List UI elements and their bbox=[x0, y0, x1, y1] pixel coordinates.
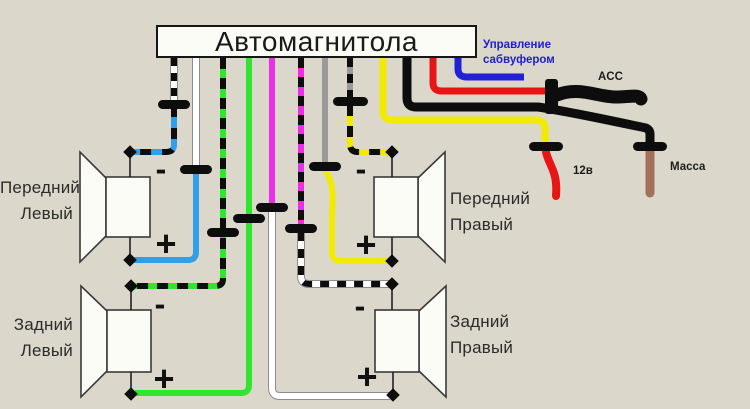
label-line: Правый bbox=[450, 215, 514, 234]
terminal-front-left-minus bbox=[123, 145, 137, 159]
terminal-rear-left-minus bbox=[124, 279, 138, 293]
wire-subwoofer-control bbox=[454, 58, 524, 81]
splice-bar bbox=[285, 224, 317, 233]
head-unit-box bbox=[156, 25, 477, 58]
stripes-rear-left-minus bbox=[135, 58, 226, 289]
splice-bars bbox=[158, 79, 667, 237]
speaker-rear-right-cone-icon bbox=[418, 284, 447, 399]
stripes-rear-right-minus-lower bbox=[298, 232, 390, 287]
stripes-front-left-minus-lower bbox=[134, 106, 177, 155]
polarity-rear-right-plus: + bbox=[356, 356, 378, 397]
label-line: Левый bbox=[20, 204, 73, 223]
splice-bar bbox=[233, 214, 265, 223]
terminal-rear-right-minus bbox=[385, 277, 399, 291]
splice-bar bbox=[158, 100, 190, 109]
polarity-front-left-plus: + bbox=[155, 223, 177, 264]
splice-bar bbox=[333, 97, 368, 106]
label-line: Управление bbox=[483, 39, 551, 51]
polarity-rear-left-plus: + bbox=[153, 358, 175, 399]
wire-front-left-minus-lower bbox=[134, 106, 177, 155]
terminal-front-left-plus bbox=[123, 253, 137, 267]
label-acc: ACC bbox=[598, 71, 623, 83]
stripes-front-right-minus-lower bbox=[347, 105, 390, 155]
gray-wires bbox=[322, 58, 353, 162]
label-line: Левый bbox=[20, 341, 73, 360]
label-line: Правый bbox=[450, 338, 514, 357]
label-front-right-speaker: Передний Правый bbox=[450, 186, 530, 238]
speaker-front-right-icon bbox=[373, 176, 419, 238]
terminal-rear-right-plus bbox=[386, 388, 400, 402]
polarity-front-right-minus: - bbox=[355, 150, 367, 187]
speaker-rear-left-cone-icon bbox=[80, 284, 108, 399]
wire-rear-right-plus-lower bbox=[269, 211, 390, 399]
splice-bar bbox=[309, 162, 341, 171]
label-12v: 12в bbox=[573, 165, 593, 177]
terminal-front-right-minus bbox=[385, 145, 399, 159]
label-subwoofer-control: Управление сабвуфером bbox=[483, 38, 555, 68]
wire-acc-thick bbox=[550, 85, 648, 106]
label-line: Задний bbox=[450, 312, 510, 331]
label-front-left-speaker: Передний Левый bbox=[0, 175, 81, 227]
label-line: Передний bbox=[450, 189, 531, 208]
label-rear-left-speaker: Задний Левый bbox=[0, 312, 73, 364]
speaker-icons bbox=[79, 150, 447, 399]
splice-bar-ground bbox=[633, 142, 667, 151]
label-rear-right-speaker: Задний Правый bbox=[450, 309, 513, 361]
terminal-front-right-plus bbox=[385, 254, 399, 268]
terminal-rear-left-plus bbox=[124, 387, 138, 401]
splice-bar bbox=[180, 165, 212, 174]
speaker-front-right-cone-icon bbox=[417, 150, 446, 264]
polarity-front-right-plus: + bbox=[355, 224, 377, 265]
head-unit-title: Автомагнитола bbox=[214, 25, 419, 57]
wire-front-left-plus-lower bbox=[134, 172, 199, 263]
black-wires bbox=[402, 58, 655, 142]
wire-acc-red bbox=[429, 58, 551, 95]
polarity-rear-left-minus: - bbox=[154, 285, 166, 322]
red-wires bbox=[429, 58, 561, 200]
acc-junction-stub bbox=[545, 79, 558, 114]
label-ground: Масса bbox=[670, 161, 706, 173]
splice-bar bbox=[256, 203, 288, 212]
polarity-rear-right-minus: - bbox=[354, 287, 366, 324]
speaker-front-left-cone-icon bbox=[79, 150, 107, 264]
label-line: Задний bbox=[13, 315, 73, 334]
wire-stripe-overlays bbox=[134, 58, 390, 289]
polarity-front-left-minus: - bbox=[155, 150, 167, 187]
wire-rear-left-plus bbox=[135, 58, 252, 396]
splice-bar bbox=[207, 228, 239, 237]
speaker-rear-right-icon bbox=[374, 309, 420, 373]
splice-bar-12v bbox=[529, 142, 563, 151]
wire-12v-supply bbox=[379, 58, 549, 142]
speaker-rear-left-icon bbox=[106, 309, 152, 373]
label-line: Передний bbox=[0, 178, 81, 197]
label-line: сабвуфером bbox=[483, 54, 555, 66]
wire-ground-black bbox=[402, 58, 655, 142]
speaker-front-left-icon bbox=[105, 176, 151, 238]
wire-12v-tail bbox=[542, 148, 561, 200]
wire-front-right-plus-lower bbox=[322, 168, 390, 264]
magenta-wires bbox=[269, 58, 304, 224]
